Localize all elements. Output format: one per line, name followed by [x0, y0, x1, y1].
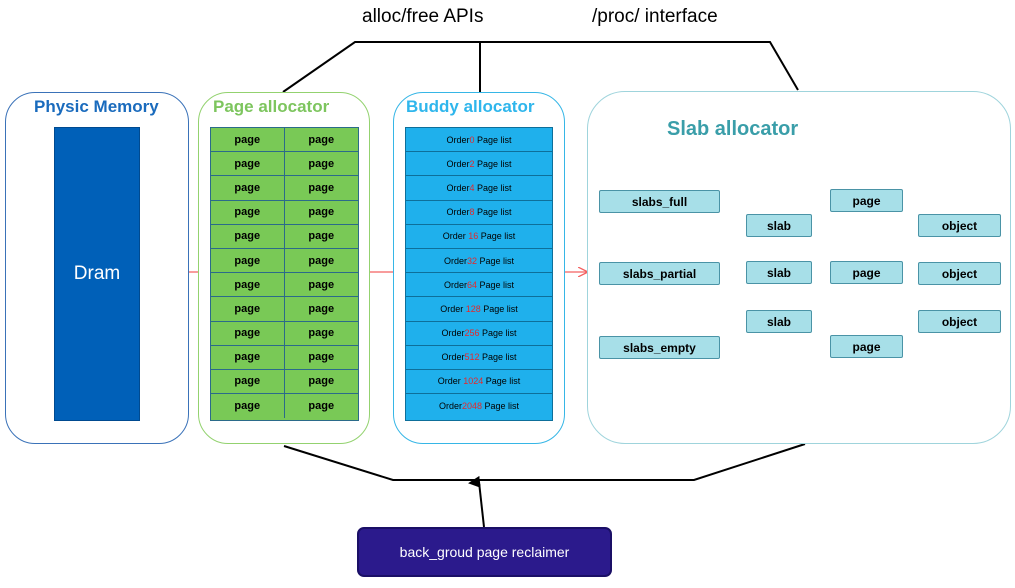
buddy-order-suffix: Page list — [474, 182, 512, 193]
buddy-order-suffix: Page list — [478, 231, 516, 242]
reclaimer-label: back_groud page reclaimer — [399, 544, 570, 560]
page-cell: page — [284, 128, 358, 153]
buddy-order-suffix: Page list — [477, 255, 515, 266]
slab-node-mid: slab — [746, 261, 812, 284]
slab-allocator-title: Slab allocator — [667, 118, 799, 140]
buddy-order-prefix: Order — [441, 328, 465, 339]
buddy-order-number: 64 — [466, 279, 477, 290]
buddy-order-prefix: Order — [440, 303, 466, 314]
buddy-order-prefix: Order — [443, 279, 467, 290]
slab-node-top: slab — [746, 214, 812, 237]
buddy-order-number: 256 — [464, 328, 480, 339]
slab-node-bot: slab — [746, 310, 812, 333]
object-node-mid: object — [918, 262, 1001, 285]
background-page-reclaimer-box: back_groud page reclaimer — [357, 527, 612, 577]
slab-page-node-bot: page — [830, 335, 903, 358]
page-cell: page — [284, 176, 358, 201]
buddy-order-number: 128 — [465, 303, 481, 314]
page-cell: page — [284, 273, 358, 298]
buddy-order-suffix: Page list — [474, 207, 512, 218]
alloc-free-apis-label: alloc/free APIs — [362, 6, 484, 27]
page-cell: page — [211, 273, 285, 298]
buddy-order-number: 1024 — [463, 376, 484, 387]
dram-block: Dram — [54, 127, 140, 421]
page-cell: page — [211, 176, 285, 201]
page-cell: page — [284, 297, 358, 322]
buddy-order-number: 2048 — [461, 401, 482, 412]
buddy-order-suffix: Page list — [480, 303, 518, 314]
buddy-order-prefix: Order — [446, 182, 470, 193]
buddy-order-row: Order 1024 Page list — [406, 370, 552, 395]
buddy-order-prefix: Order — [442, 231, 469, 242]
slabs-full-node: slabs_full — [599, 190, 720, 213]
page-cell: page — [211, 200, 285, 225]
object-node-bot: object — [918, 310, 1001, 333]
buddy-order-suffix: Page list — [474, 158, 512, 169]
buddy-order-number: 32 — [466, 255, 477, 266]
page-cell: page — [284, 201, 358, 225]
buddy-order-number: 8 — [469, 207, 475, 218]
page-cell: page — [211, 224, 285, 249]
page-cell: page — [308, 400, 335, 413]
page-cell: page — [284, 370, 358, 395]
buddy-order-prefix: Order — [441, 352, 465, 363]
buddy-order-prefix: Order — [446, 158, 470, 169]
buddy-order-suffix: Page list — [479, 352, 517, 363]
page-cell: page — [284, 346, 358, 370]
reclaimer-arrow — [468, 475, 485, 528]
buddy-order-prefix: Order — [443, 255, 467, 266]
proc-interface-label: /proc/ interface — [592, 6, 718, 27]
page-allocator-title: Page allocator — [213, 97, 330, 116]
buddy-order-suffix: Page list — [474, 134, 512, 145]
buddy-order-prefix: Order — [438, 401, 462, 412]
buddy-order-row: Order 128 Page list — [406, 297, 552, 322]
page-cell: page — [284, 152, 358, 177]
api-bracket-line — [282, 41, 799, 93]
page-cell: page — [211, 248, 285, 274]
buddy-order-prefix: Order — [437, 376, 464, 387]
page-cell: page — [211, 128, 285, 153]
buddy-order-number: 4 — [469, 182, 475, 193]
physic-memory-title: Physic Memory — [34, 97, 159, 116]
page-cell: page — [211, 369, 285, 395]
page-cell: page — [211, 394, 285, 419]
buddy-order-suffix: Page list — [482, 401, 520, 412]
buddy-order-prefix: Order — [446, 134, 470, 145]
reclaimer-bracket-line — [283, 443, 806, 481]
page-cell: page — [284, 322, 358, 346]
buddy-order-suffix: Page list — [477, 279, 515, 290]
buddy-order-number: 16 — [468, 231, 479, 242]
page-cell: page — [211, 297, 285, 322]
buddy-allocator-title: Buddy allocator — [406, 97, 535, 116]
page-cell: page — [211, 345, 285, 370]
page-cell: page — [211, 152, 285, 177]
page-cell: page — [211, 321, 285, 346]
slabs-partial-node: slabs_partial — [599, 262, 720, 285]
buddy-order-number: 2 — [469, 158, 475, 169]
buddy-order-suffix: Page list — [479, 328, 517, 339]
buddy-order-suffix: Page list — [483, 376, 521, 387]
dram-label: Dram — [73, 263, 121, 284]
buddy-order-number: 512 — [464, 352, 480, 363]
object-node-top: object — [918, 214, 1001, 237]
slab-page-node-mid: page — [830, 261, 903, 284]
page-cell: page — [284, 249, 358, 274]
slabs-empty-node: slabs_empty — [599, 336, 720, 359]
buddy-order-row: Order 16 Page list — [406, 225, 552, 249]
slab-page-node-top: page — [830, 189, 903, 212]
buddy-order-number: 0 — [469, 134, 475, 145]
buddy-order-prefix: Order — [446, 207, 470, 218]
page-cell: page — [284, 225, 358, 249]
